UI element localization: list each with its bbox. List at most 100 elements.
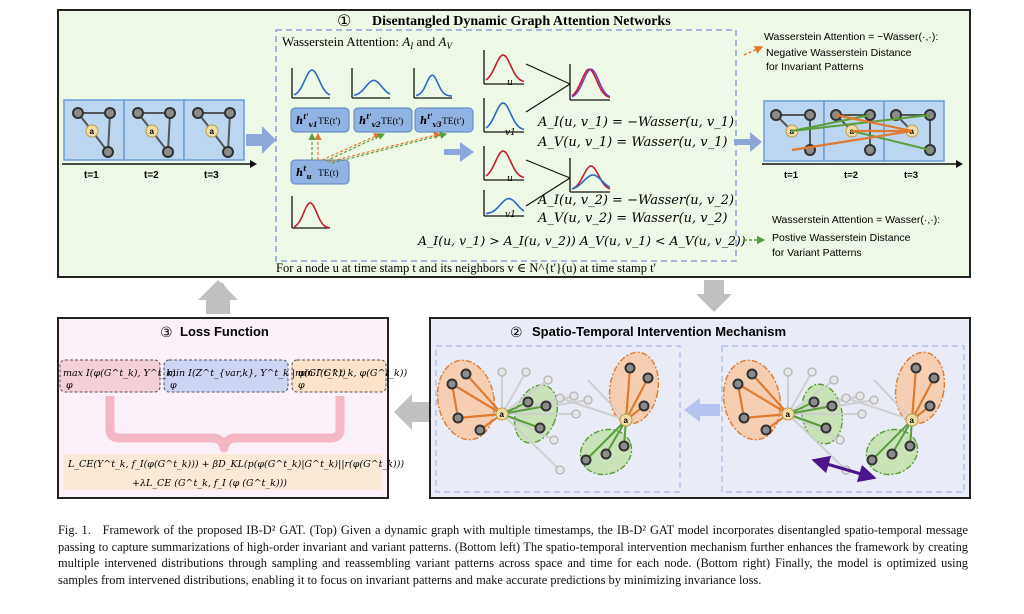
distribution-curve <box>485 197 525 215</box>
intervention-arrow <box>684 398 720 422</box>
anchor-node <box>85 124 99 138</box>
graph-node <box>540 400 552 412</box>
background-node <box>835 435 845 445</box>
background-node <box>543 375 553 385</box>
graph-node <box>618 440 630 452</box>
graph-node <box>638 400 650 412</box>
graph-node <box>866 454 878 466</box>
distribution-curve <box>415 74 452 97</box>
loss-formula-line1: L_CE(Y^t_k, f_I(φ(G^t_k))) + βD_KL(p(φ(G… <box>67 459 404 470</box>
distribution-curve <box>485 54 525 83</box>
background-node <box>583 395 593 405</box>
graph-node <box>224 107 236 119</box>
loss-term-1-text: max I(φ(G^t_k), Y^t_k) <box>63 368 176 379</box>
caption-text: Framework of the proposed IB-D² GAT. (To… <box>58 523 968 587</box>
intervention-panel-title: Spatio-Temporal Intervention Mechanism <box>532 324 786 339</box>
graph-node <box>808 396 820 408</box>
embedding-boxes: ht'v1 ht'v2 ht'v3 htu TE(t') TE(t') TE(t… <box>290 107 474 185</box>
loss-term-1 <box>59 359 161 393</box>
loss-formula-bg <box>64 454 382 490</box>
equation-av-v2: A_V(u, v_2) = Wasser(u, v_2) <box>537 211 727 226</box>
wasserstein-dashed-box <box>275 29 737 262</box>
axis-label-v1: v1 <box>505 128 516 138</box>
footnote: For a node u at time stamp t and its nei… <box>276 261 656 275</box>
anchor-node-label: a <box>790 127 795 136</box>
distribution-curve <box>571 165 611 190</box>
background-node <box>857 409 867 419</box>
graph-node <box>732 378 744 390</box>
arrow-left <box>394 394 430 430</box>
anchor-node <box>145 124 159 138</box>
graph-node <box>102 146 114 158</box>
graph-node <box>738 412 750 424</box>
timestamp-label: t=1 <box>84 170 99 181</box>
legend-negative-line1: Negative Wasserstein Distance <box>766 47 912 59</box>
loss-panel-title: Loss Function <box>180 324 269 339</box>
anchor-node <box>205 124 219 138</box>
background-node <box>555 393 565 403</box>
background-node <box>783 367 793 377</box>
embedding-u <box>290 159 350 185</box>
anchor-node <box>781 407 795 421</box>
graph-node <box>474 424 486 436</box>
graph-node <box>804 109 816 121</box>
arrow-into-attention <box>246 126 276 154</box>
loss-panel-number: ③ <box>160 324 173 340</box>
te-label: TE(t) <box>318 168 339 179</box>
te-label: TE(t') <box>381 116 403 127</box>
embedding-v1 <box>290 107 350 133</box>
background-node <box>497 367 507 377</box>
loss-term-2-sub: φ <box>170 380 177 391</box>
anchor-node-label: a <box>786 410 791 419</box>
background-node <box>555 465 565 475</box>
connector-line <box>525 83 571 113</box>
te-label: TE(t') <box>318 116 340 127</box>
anchor-node-label: a <box>210 127 215 136</box>
anchor-node <box>619 413 633 427</box>
graph-node <box>162 146 174 158</box>
distribution-curve <box>571 174 611 190</box>
embedding-v2 <box>353 107 413 133</box>
graph-node <box>460 368 472 380</box>
equation-ai-v1: A_I(u, v_1) = −Wasser(u, v_1) <box>537 115 734 130</box>
anchor-node-label: a <box>910 416 915 425</box>
graph-node <box>770 109 782 121</box>
arrow-down <box>696 280 732 312</box>
background-node <box>869 395 879 405</box>
background-node <box>807 367 817 377</box>
loss-term-1-sub: φ <box>66 380 73 391</box>
anchor-node-label: a <box>500 410 505 419</box>
graph-node <box>72 107 84 119</box>
graph-node <box>886 448 898 460</box>
loss-formula-line2: +λL_CE (G^t_k, f_I (φ (G^t_k))) <box>132 478 287 489</box>
figure-caption: Fig. 1. Framework of the proposed IB-D² … <box>58 522 968 588</box>
distribution-curve <box>571 68 611 99</box>
legend-negative-header: Wasserstein Attention = −Wasser(·,·): <box>764 31 938 43</box>
loss-term-3-sub: φ <box>298 380 305 391</box>
te-label: TE(t') <box>442 116 464 127</box>
graph-node <box>820 422 832 434</box>
top-panel-title: Disentangled Dynamic Graph Attention Net… <box>372 14 671 29</box>
swap-double-arrow <box>811 455 877 483</box>
graph-node <box>928 372 940 384</box>
axis-label-u: u <box>507 174 513 184</box>
graph-node <box>446 378 458 390</box>
equation-ai-v2: A_I(u, v_2) = −Wasser(u, v_2) <box>537 193 734 208</box>
graph-node <box>760 424 772 436</box>
graph-node <box>222 146 234 158</box>
graph-node <box>642 372 654 384</box>
timestamp-label: t=2 <box>144 170 159 181</box>
axis-label-u: u <box>507 78 513 88</box>
graph-node <box>164 107 176 119</box>
anchor-node <box>905 413 919 427</box>
equation-av-v1: A_V(u, v_1) = Wasser(u, v_1) <box>537 135 727 150</box>
graph-node <box>580 454 592 466</box>
timestamp-label: t=3 <box>904 170 918 181</box>
loss-term-3 <box>291 359 387 393</box>
original-graph-box <box>721 345 965 493</box>
graph-node <box>104 107 116 119</box>
arrow-to-output <box>734 132 762 152</box>
pink-bracket <box>105 396 345 453</box>
graph-node <box>192 107 204 119</box>
